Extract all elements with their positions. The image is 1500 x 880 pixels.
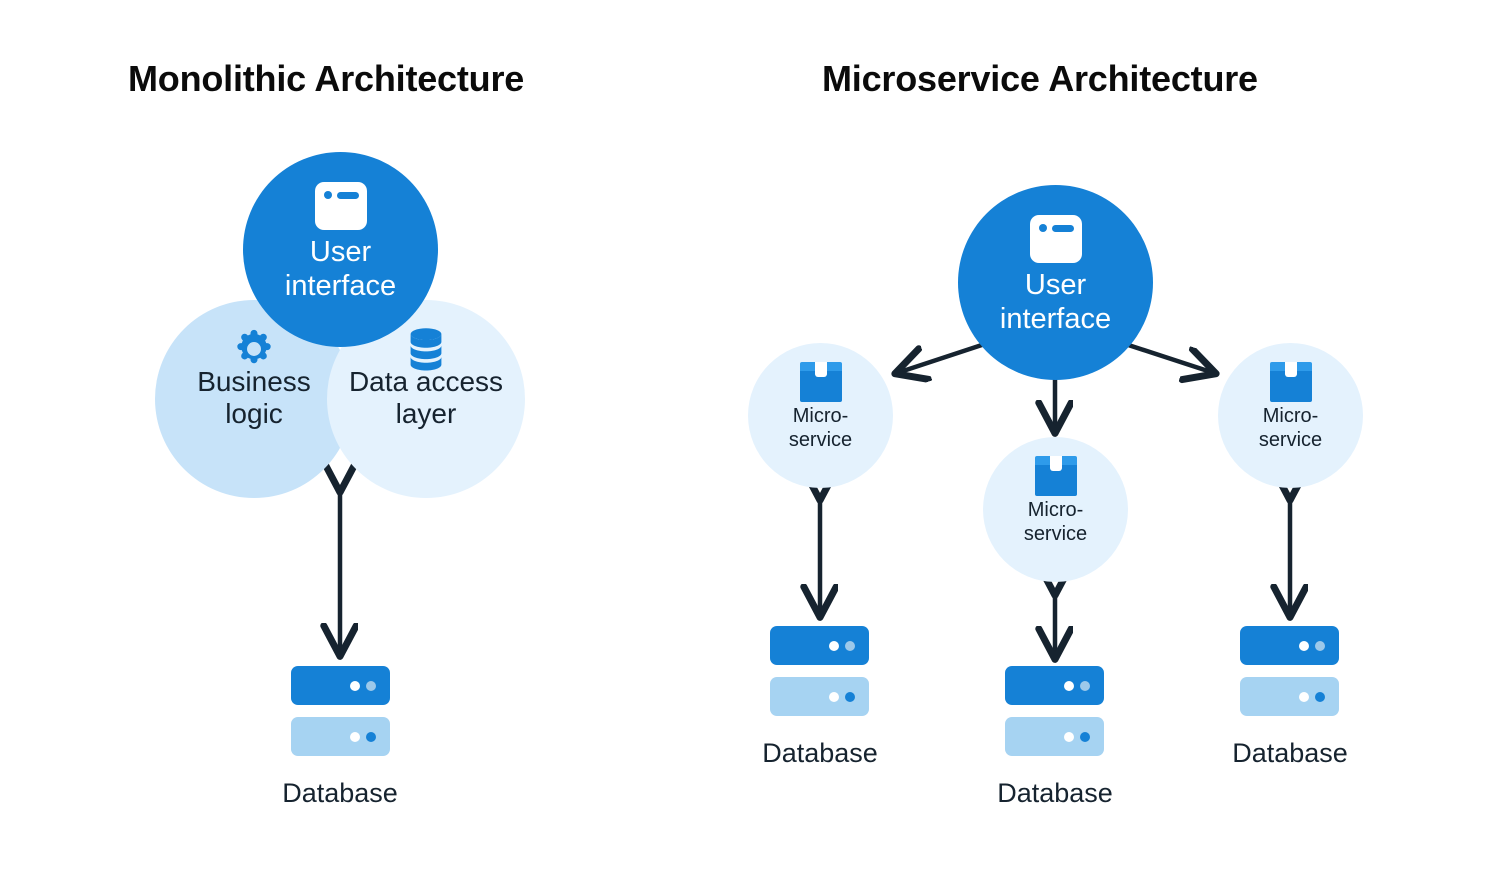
microservice-label: Micro- service [1258, 405, 1323, 451]
microservice-label: Micro- service [1023, 499, 1088, 545]
business-logic-label: Business logic [197, 366, 311, 430]
node-microservice-right[interactable]: Micro- service [1218, 343, 1363, 488]
user-interface-label: User interface [284, 236, 397, 302]
server-stack-icon-left[interactable] [770, 626, 869, 718]
gear-icon [232, 327, 276, 371]
microservice-label: Micro- service [788, 405, 853, 451]
database-caption-center: Database [997, 778, 1113, 808]
node-microservice-center[interactable]: Micro- service [983, 437, 1128, 582]
node-user-interface-microservice[interactable]: User interface [958, 185, 1153, 380]
node-microservice-left[interactable]: Micro- service [748, 343, 893, 488]
package-box-icon [799, 362, 842, 402]
server-stack-icon-center[interactable] [1005, 666, 1104, 758]
monolithic-architecture-title: Monolithic Architecture [128, 58, 525, 99]
server-stack-icon-right[interactable] [1240, 626, 1339, 718]
database-caption-monolith: Database [282, 778, 398, 808]
database-cylinder-icon [404, 326, 448, 372]
database-caption-right: Database [1232, 738, 1348, 768]
window-icon [314, 182, 367, 230]
server-stack-icon-monolith[interactable] [291, 666, 390, 758]
package-box-icon [1269, 362, 1312, 402]
data-access-layer-label: Data access layer [348, 366, 504, 430]
microservice-architecture-title: Microservice Architecture [822, 58, 1258, 99]
user-interface-label: User interface [999, 269, 1112, 335]
package-box-icon [1034, 456, 1077, 496]
window-icon [1029, 215, 1082, 263]
database-caption-left: Database [762, 738, 878, 768]
node-user-interface-monolith[interactable]: User interface [243, 152, 438, 347]
